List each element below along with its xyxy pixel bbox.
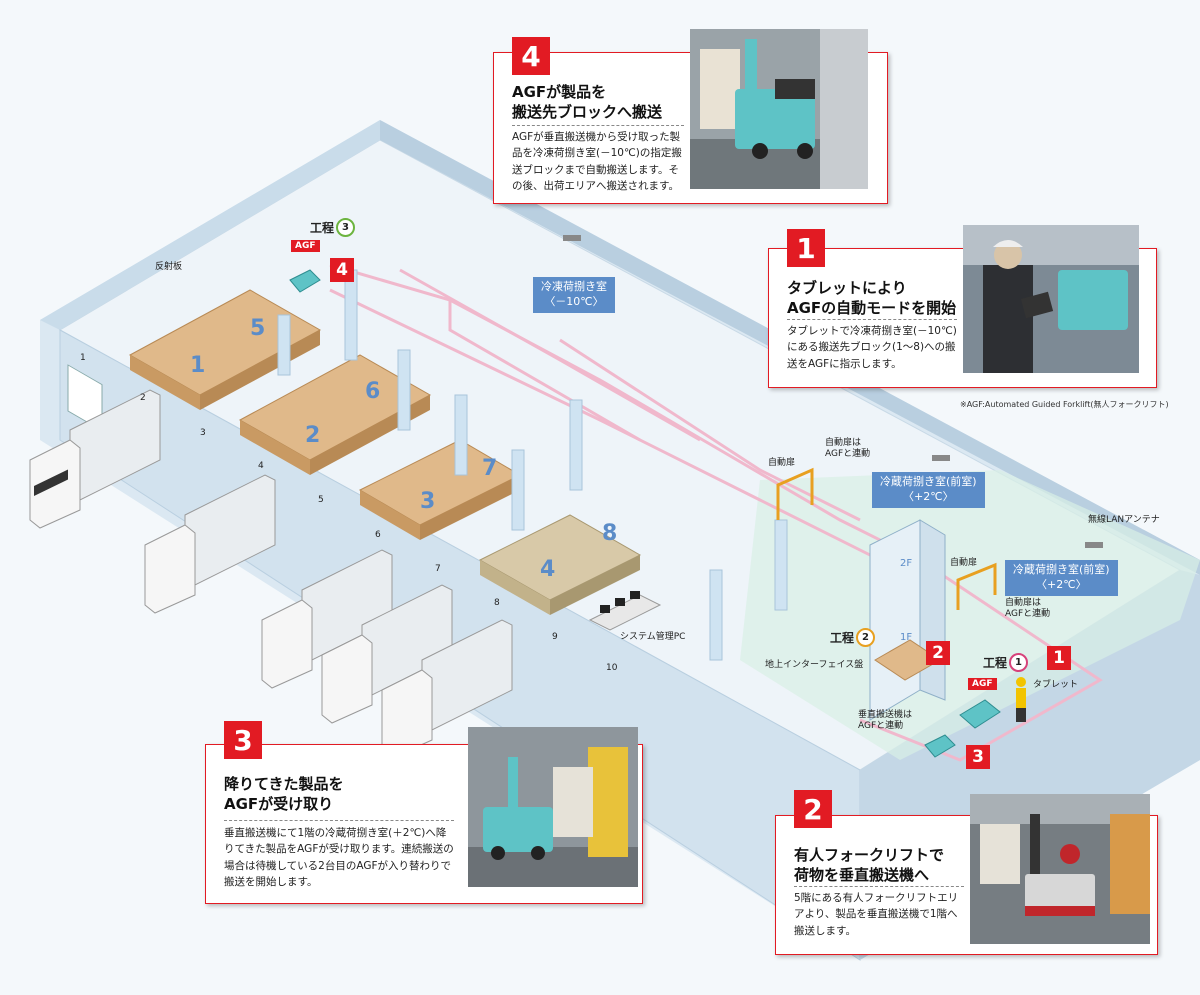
step-card-2: 2 有人フォークリフトで 荷物を垂直搬送機へ 5階にある有人フォークリフトエリア… — [775, 790, 1158, 955]
card-body: 5階にある有人フォークリフトエリアより、製品を垂直搬送機で1階へ搬送します。 — [794, 892, 959, 937]
agf-photo — [690, 29, 868, 189]
card-title-line: 降りてきた製品を — [224, 775, 344, 793]
card-title-line: AGFが製品を — [512, 83, 607, 101]
process-tag-3: 工程 3 — [310, 218, 356, 237]
step-badge: 3 — [224, 721, 262, 759]
vertical-conveyor-sync-label: 垂直搬送機は AGFと連動 — [858, 710, 913, 732]
block-number: 3 — [420, 489, 436, 514]
agf-receive-photo — [468, 727, 638, 887]
dock-number: 6 — [375, 530, 381, 540]
card-title-line: 有人フォークリフトで — [794, 846, 945, 864]
vertical-conveyor — [869, 519, 946, 721]
dock-number: 3 — [200, 428, 206, 438]
wlan-antennas — [563, 235, 1103, 548]
block-number: 4 — [540, 557, 556, 582]
agf-units — [289, 269, 1001, 758]
card-divider — [512, 125, 684, 126]
chill-room-tag: 冷蔵荷捌き室(前室) 〈+2℃〉 — [1005, 560, 1118, 596]
pallet-blocks — [128, 289, 642, 615]
block-number: 1 — [190, 353, 206, 378]
card-title: 有人フォークリフトで 荷物を垂直搬送機へ — [794, 846, 944, 885]
step-marker-3: 3 — [966, 745, 990, 769]
tablet-label: タブレット — [1033, 680, 1079, 690]
dock-number: 2 — [140, 393, 146, 403]
trucks — [29, 389, 513, 759]
block-number: 5 — [250, 316, 266, 341]
agf-tag: AGF — [968, 678, 997, 690]
step-card-3: 3 降りてきた製品を AGFが受け取り 垂直搬送機にて1階の冷蔵荷捌き室(＋2℃… — [205, 721, 643, 904]
chill-room-tag: 冷蔵荷捌き室(前室) 〈+2℃〉 — [872, 472, 985, 508]
card-body: 垂直搬送機にて1階の冷蔵荷捌き室(＋2℃)へ降りてきた製品をAGFが受け取ります… — [224, 827, 454, 888]
dock-number: 7 — [435, 564, 441, 574]
auto-door-label: 自動扉 — [950, 558, 978, 568]
system-pc-label: システム管理PC — [620, 632, 686, 642]
card-title: タブレットにより AGFの自動モードを開始 — [787, 279, 956, 318]
dock-number: 1 — [80, 353, 86, 363]
card-title-line: 搬送先ブロックへ搬送 — [512, 102, 663, 121]
process-number: 2 — [856, 628, 876, 647]
step-marker-4: 4 — [330, 258, 354, 282]
card-body: AGFが垂直搬送機から受け取った製品を冷凍荷捌き室(－10℃)の指定搬送ブロック… — [512, 131, 682, 192]
auto-door-sync-label: 自動扉は AGFと連動 — [1005, 598, 1051, 620]
process-tag-2: 工程 2 — [830, 628, 876, 647]
card-title-line: AGFが受け取り — [224, 794, 334, 813]
card-divider — [224, 820, 454, 821]
floor-2f-label: 2F — [900, 558, 913, 569]
agf-tag: AGF — [291, 240, 320, 252]
manned-forklift-photo — [970, 794, 1150, 944]
dock-number: 10 — [606, 663, 618, 673]
card-title-line: AGFの自動モードを開始 — [787, 298, 957, 317]
freezer-room-tag: 冷凍荷捌き室 〈－10℃〉 — [533, 277, 615, 313]
block-number: 6 — [365, 379, 381, 404]
dock-number: 5 — [318, 495, 324, 505]
process-word: 工程 — [310, 221, 335, 235]
process-number: 3 — [336, 218, 356, 237]
block-number: 8 — [602, 521, 618, 546]
step-card-4: 4 AGFが製品を 搬送先ブロックへ搬送 AGFが垂直搬送機から受け取った製品を… — [493, 29, 888, 204]
card-divider — [787, 319, 957, 320]
card-title: 降りてきた製品を AGFが受け取り — [224, 775, 344, 814]
process-tag-1: 工程 1 — [983, 653, 1029, 672]
card-divider — [794, 886, 964, 887]
tablet-operator-photo — [963, 225, 1139, 373]
dock-number: 8 — [494, 598, 500, 608]
card-body: タブレットで冷凍荷捌き室(－10℃)にある搬送先ブロック(1～8)への搬送をAG… — [787, 325, 957, 370]
card-title: AGFが製品を 搬送先ブロックへ搬送 — [512, 83, 662, 122]
auto-doors — [776, 467, 997, 610]
reflector-label: 反射板 — [155, 262, 183, 272]
card-title-line: 荷物を垂直搬送機へ — [794, 865, 930, 884]
step-marker-1: 1 — [1047, 646, 1071, 670]
process-word: 工程 — [830, 631, 855, 645]
dock-number: 4 — [258, 461, 264, 471]
step-badge: 2 — [794, 790, 832, 828]
process-number: 1 — [1009, 653, 1029, 672]
agf-footnote: ※AGF:Automated Guided Forklift(無人フォークリフト… — [960, 400, 1169, 409]
wlan-antenna-label: 無線LANアンテナ — [1088, 515, 1160, 525]
worker-figure — [1016, 677, 1026, 722]
floor-1f-label: 1F — [900, 632, 913, 643]
block-number: 7 — [482, 456, 498, 481]
process-word: 工程 — [983, 656, 1008, 670]
auto-door-label: 自動扉 — [768, 458, 796, 468]
step-badge: 4 — [512, 37, 550, 75]
dock-number: 9 — [552, 632, 558, 642]
dock-doors — [67, 364, 103, 432]
ground-interface-label: 地上インターフェイス盤 — [765, 660, 864, 670]
step-card-1: 1 タブレットにより AGFの自動モードを開始 タブレットで冷凍荷捌き室(－10… — [768, 225, 1157, 388]
block-number: 2 — [305, 423, 321, 448]
step-marker-2: 2 — [926, 641, 950, 665]
system-pc-desk — [588, 591, 662, 631]
card-title-line: タブレットにより — [787, 279, 907, 297]
auto-door-sync-label: 自動扉は AGFと連動 — [825, 438, 871, 460]
step-badge: 1 — [787, 229, 825, 267]
